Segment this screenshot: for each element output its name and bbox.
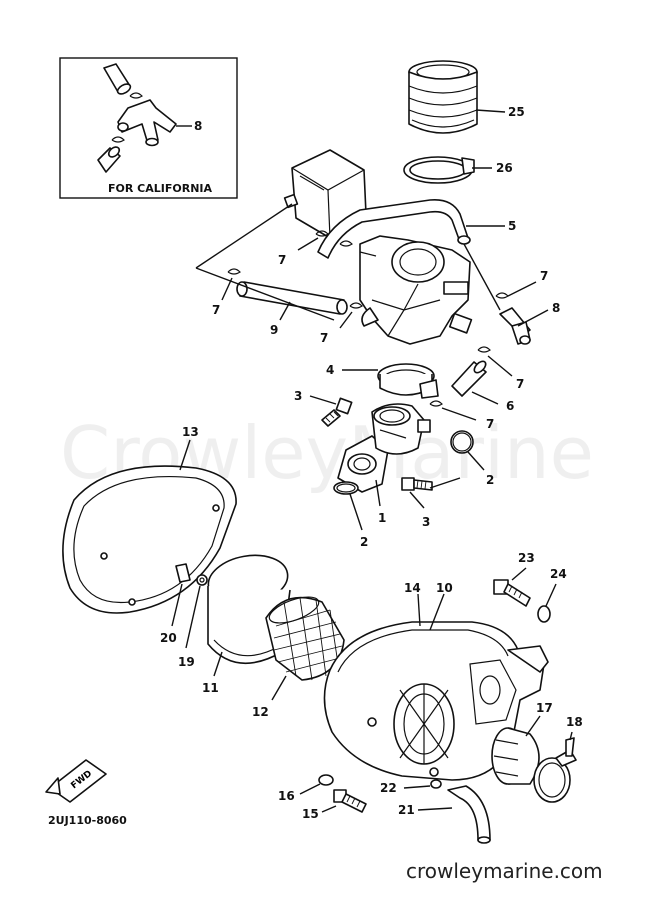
callout-17: 17	[536, 701, 553, 715]
part-18-clamp	[533, 737, 577, 803]
callout-16: 16	[278, 789, 295, 803]
callout-10: 10	[436, 581, 453, 595]
callout-12: 12	[252, 705, 269, 719]
part-7-clip-d	[495, 292, 509, 299]
callout-19: 19	[178, 655, 195, 669]
part-23-bolt	[493, 579, 531, 607]
callout-9: 9	[270, 323, 278, 337]
carburetor-body	[359, 235, 473, 345]
part-4-clamp	[377, 363, 439, 399]
part-13-air-cleaner-cover	[62, 465, 237, 614]
part-26-clamp	[403, 156, 475, 184]
callout-14: 14	[404, 581, 421, 595]
part-9-hose	[236, 281, 348, 315]
part-7-clip-e	[477, 346, 491, 353]
part-12-element-guide	[265, 596, 345, 681]
inset-t-joint	[117, 99, 177, 147]
part-11-filter-element	[207, 554, 291, 664]
callout-7-e: 7	[516, 377, 524, 391]
callout-2-right: 2	[486, 473, 494, 487]
part-3-bolt-lower	[401, 477, 433, 491]
callout-7-b: 7	[212, 303, 220, 317]
callout-23: 23	[518, 551, 535, 565]
part-16-washer	[318, 774, 334, 786]
part-22-bolt	[430, 779, 442, 789]
inset-hose-upper	[103, 63, 132, 95]
callout-11: 11	[202, 681, 219, 695]
inset-clip-upper	[129, 92, 143, 99]
part-7-clip-f	[429, 400, 443, 407]
part-3-bolt-upper	[321, 397, 353, 427]
callout-2-lower: 2	[360, 535, 368, 549]
callout-22: 22	[380, 781, 397, 795]
california-inset: 8 FOR CALIFORNIA	[59, 57, 238, 199]
part-7-clip-b	[227, 268, 241, 275]
part-7-clip-a	[315, 230, 329, 237]
callout-24: 24	[550, 567, 567, 581]
part-25-intake-boot	[408, 60, 478, 134]
callout-13: 13	[182, 425, 199, 439]
callout-15: 15	[302, 807, 319, 821]
inset-title: FOR CALIFORNIA	[108, 182, 212, 195]
part-1-joint	[337, 403, 431, 493]
drawing-code: 2UJ110-8060	[48, 814, 127, 827]
callout-7-d: 7	[540, 269, 548, 283]
part-17-joint	[491, 727, 540, 785]
inset-hose-lower	[97, 146, 121, 173]
part-19-washer	[196, 574, 208, 586]
callout-20: 20	[160, 631, 177, 645]
callout-26: 26	[496, 161, 513, 175]
callout-3-upper: 3	[294, 389, 302, 403]
part-7-clip-g	[339, 240, 353, 247]
callout-6: 6	[506, 399, 514, 413]
forward-direction-badge: FWD	[45, 759, 107, 803]
part-6-hose	[451, 360, 487, 397]
part-7-clip-c	[349, 302, 363, 309]
inset-clip-lower	[111, 136, 125, 143]
footer-url: crowleymarine.com	[406, 859, 603, 883]
part-24-washer	[537, 605, 551, 623]
callout-4: 4	[326, 363, 334, 377]
callout-21: 21	[398, 803, 415, 817]
callout-1: 1	[378, 511, 386, 525]
part-8-t-joint	[499, 307, 531, 345]
part-15-bolt	[333, 789, 367, 813]
part-20-screw	[175, 563, 191, 583]
callout-3-lower: 3	[422, 515, 430, 529]
part-21-hose	[447, 785, 491, 844]
callout-25: 25	[508, 105, 525, 119]
callout-18: 18	[566, 715, 583, 729]
callout-7-f: 7	[486, 417, 494, 431]
callout-7-a: 7	[278, 253, 286, 267]
callout-8: 8	[552, 301, 560, 315]
callout-7-c: 7	[320, 331, 328, 345]
part-2-o-ring-right	[450, 430, 474, 454]
callout-5: 5	[508, 219, 516, 233]
callout-8-inset: 8	[194, 119, 202, 133]
part-14-air-cleaner-case	[323, 621, 549, 781]
